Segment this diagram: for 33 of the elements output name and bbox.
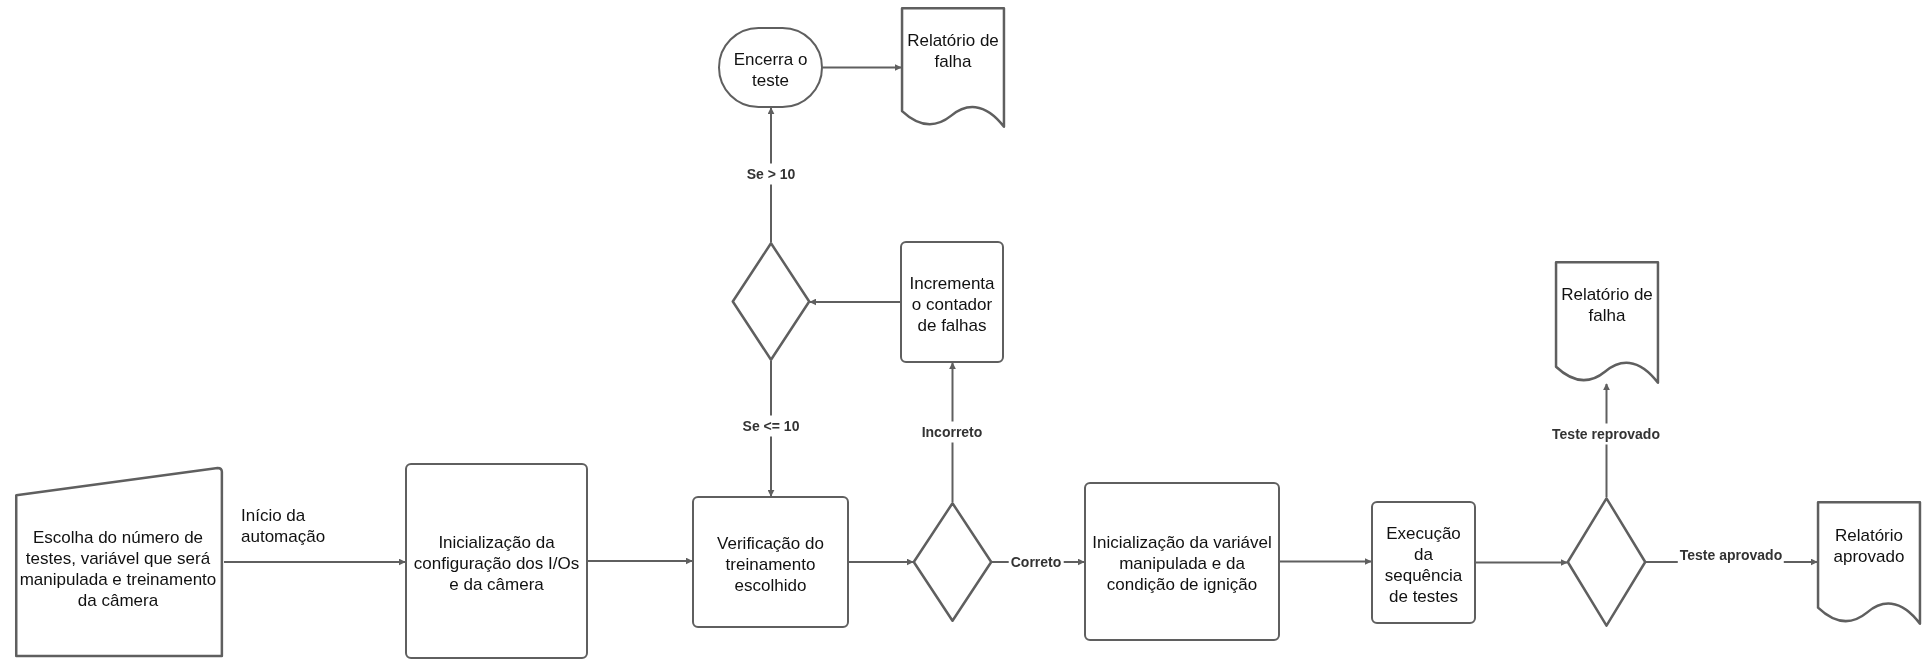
node-text: Encerra o teste xyxy=(732,48,809,91)
arrow xyxy=(848,558,914,566)
arrow xyxy=(223,558,406,566)
manual-input-shape xyxy=(12,464,224,660)
edge-label: Teste reprovado xyxy=(1550,423,1662,445)
node-text: Escolha do número de testes, variável que será manipulada e treinamento da câmera xyxy=(18,527,218,611)
edge-label: Incorreto xyxy=(919,421,985,443)
node-text: Incrementa o contador de falhas xyxy=(908,272,996,336)
node-text: Execução da sequência de testes xyxy=(1383,522,1464,607)
node-text: Inicialização da variável manipulada e da condição de ignição xyxy=(1091,532,1273,595)
decision-diamond xyxy=(732,242,810,361)
node-text: Relatório de falha xyxy=(1560,284,1654,326)
process-box xyxy=(405,463,588,659)
node-text: Relatório aprovado xyxy=(1832,524,1906,567)
node-text: Inicialização da configuração dos I/Os e da câmera xyxy=(412,531,581,595)
arrow xyxy=(809,298,901,306)
process-box xyxy=(692,496,849,628)
process-box xyxy=(900,241,1004,363)
node-text: Relatório de falha xyxy=(906,29,1000,72)
document-shape xyxy=(1817,501,1921,625)
document-shape xyxy=(1555,261,1659,384)
arrow xyxy=(822,64,902,71)
document-shape xyxy=(901,7,1005,128)
process-box xyxy=(1371,501,1476,624)
edge-label: Se > 10 xyxy=(744,163,798,185)
arrow xyxy=(1279,558,1372,565)
node-text: Verificação do treinamento escolhido xyxy=(716,532,825,596)
edge-label: Se <= 10 xyxy=(740,415,802,437)
arrow xyxy=(1475,559,1568,566)
decision-diamond xyxy=(1567,497,1646,627)
decision-diamond xyxy=(913,502,992,622)
arrow xyxy=(587,557,693,565)
process-box xyxy=(1084,482,1280,641)
